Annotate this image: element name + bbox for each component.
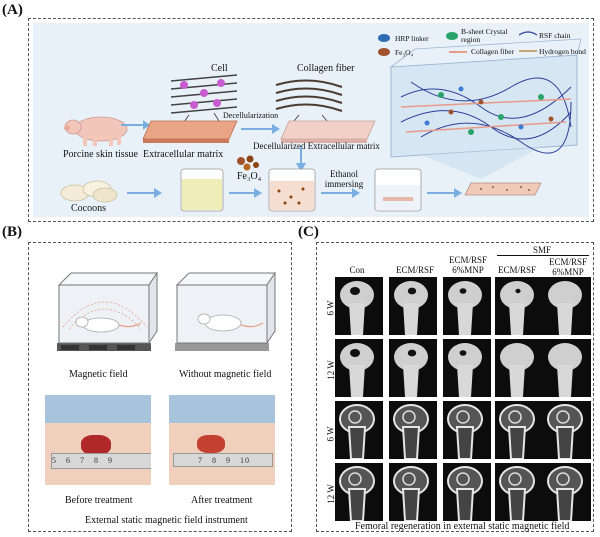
legend-hbond-label: Hydrogen bond <box>539 47 586 56</box>
femur-xray-image <box>389 401 437 459</box>
arrow-icon <box>121 120 150 130</box>
femur-xray-image <box>335 463 383 521</box>
decellularized-ecm-label: Decellularized Extracellular matrix <box>253 141 380 151</box>
fe3o4-label: Fe₃O₄ <box>237 171 262 182</box>
ethanol-beaker <box>374 168 422 212</box>
femur-xray-image <box>495 277 543 335</box>
femur-xray-image <box>443 277 491 335</box>
panel-c-label: (C) <box>298 224 319 240</box>
smf-divider <box>497 255 589 256</box>
final-scaffold <box>464 182 542 196</box>
collagen-fiber-legend-icon <box>449 51 467 53</box>
panel-b-caption: External static magnetic field instrumen… <box>85 515 248 526</box>
femur-xray-image <box>443 463 491 521</box>
mixture-beaker <box>268 168 316 212</box>
legend-rsf-label: RSF chain <box>539 31 571 40</box>
fe3o4-particles-icon <box>237 155 259 171</box>
ruler: 5 6 7 8 9 <box>51 453 151 469</box>
ruler: 7 8 9 10 <box>173 453 273 467</box>
femur-xray-image <box>495 401 543 459</box>
decellularization-label: Decellularization <box>223 111 279 120</box>
femur-xray-image <box>389 339 437 397</box>
panel-a: Cell Collagen fiber Decellularization Po… <box>28 18 594 222</box>
decellularized-ecm-slab <box>280 120 376 143</box>
femur-xray-image <box>443 401 491 459</box>
before-treatment-photo: 5 6 7 8 9 <box>45 395 151 485</box>
pig-icon <box>64 116 128 146</box>
femur-xray-image <box>543 339 591 397</box>
header-ecm-rsf-mnp: ECM/RSF 6%MNP <box>448 255 488 275</box>
header-smf: SMF <box>532 245 551 255</box>
femur-xray-image <box>389 277 437 335</box>
femur-xray-image <box>335 339 383 397</box>
header-smf-ecm-rsf-mnp: ECM/RSF 6%MNP <box>548 257 588 277</box>
legend-fe3o4-label: Fe₃O₄ <box>395 48 414 57</box>
femur-xray-image <box>443 339 491 397</box>
panel-b: Magnetic field Without magnetic field 5 … <box>28 242 292 532</box>
legend-collagen-label: Collagen fiber <box>471 47 515 56</box>
header-ecm-rsf: ECM/RSF <box>395 265 435 275</box>
panel-b-label: (B) <box>2 224 22 240</box>
cell-label: Cell <box>211 63 228 74</box>
femur-xray-image <box>335 401 383 459</box>
decellularization-arrow <box>241 124 280 134</box>
rsf-chain-icon <box>519 31 537 36</box>
magnetic-field-label: Magnetic field <box>69 369 128 380</box>
arrow-icon <box>127 188 162 198</box>
after-treatment-photo: 7 8 9 10 <box>169 395 275 485</box>
panel-c: Con ECM/RSF ECM/RSF 6%MNP SMF ECM/RSF EC… <box>316 242 594 532</box>
femur-xray-image <box>543 463 591 521</box>
header-smf-ecm-rsf: ECM/RSF <box>497 265 537 275</box>
femur-xray-image <box>495 463 543 521</box>
scaffold-network-3d <box>389 38 582 179</box>
cocoons-icon <box>60 180 118 203</box>
without-magnetic-field-label: Without magnetic field <box>179 369 272 380</box>
cell-fiber-illustration <box>170 74 238 130</box>
collagen-fiber-label: Collagen fiber <box>297 63 355 74</box>
before-treatment-label: Before treatment <box>65 495 133 506</box>
after-treatment-label: After treatment <box>191 495 253 506</box>
cocoons-label: Cocoons <box>71 203 106 214</box>
magnetic-field-cage <box>57 271 158 351</box>
hrp-linker-icon <box>378 34 390 42</box>
femur-xray-image <box>543 277 591 335</box>
femur-xray-image <box>335 277 383 335</box>
ecm-label: Extracellular matrix <box>143 149 224 160</box>
femur-xray-image <box>495 339 543 397</box>
hydrogen-bond-icon <box>519 50 537 52</box>
arrow-icon <box>427 188 462 198</box>
porcine-skin-label: Porcine skin tissue <box>63 149 138 160</box>
femur-xray-image <box>389 463 437 521</box>
panel-c-caption: Femoral regeneration in external static … <box>355 521 570 532</box>
legend-hrp-label: HRP linker <box>395 34 429 43</box>
legend-bsheet-label: B-sheet Crystal region <box>461 27 508 44</box>
arrow-icon <box>229 188 262 198</box>
down-arrow-icon <box>296 147 306 172</box>
ecm-slab <box>142 120 238 143</box>
arrow-icon <box>321 188 360 198</box>
silk-solution-beaker <box>180 168 224 212</box>
no-magnetic-field-cage <box>175 271 276 351</box>
ethanol-label: Ethanol immersing <box>324 169 364 189</box>
panel-a-label: (A) <box>2 2 23 18</box>
b-sheet-icon <box>446 32 458 40</box>
fe3o4-icon <box>378 48 390 56</box>
femur-xray-image <box>543 401 591 459</box>
header-con: Con <box>349 265 365 275</box>
